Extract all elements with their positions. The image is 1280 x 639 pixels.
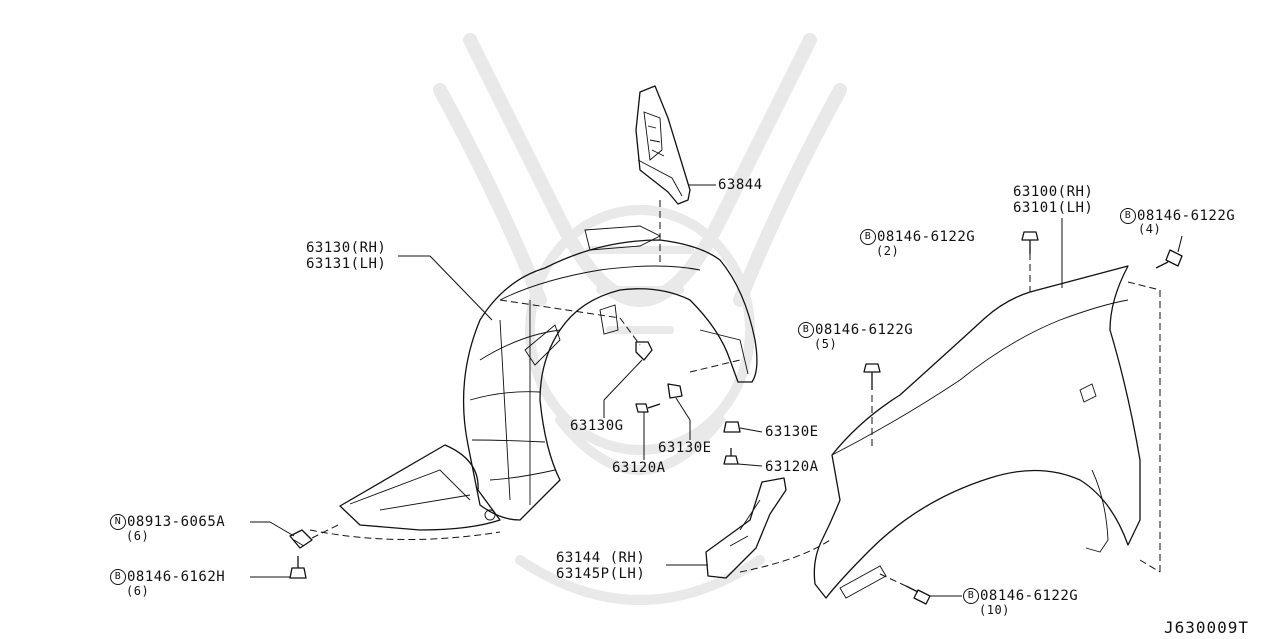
label-protector-lh: 63131(LH) xyxy=(306,256,387,272)
label-bracket-rh: 63144 (RH) xyxy=(556,550,646,566)
bolt-bottom-right xyxy=(905,585,931,605)
label-bolt-bottom-left-qty: (6) xyxy=(126,584,150,598)
clip-63130E-lower xyxy=(723,421,741,433)
diagram-code: J630009T xyxy=(1164,618,1250,637)
bolt-symbol: B xyxy=(963,588,979,604)
label-fender-lh: 63101(LH) xyxy=(1013,200,1094,216)
clip-nut-part xyxy=(289,529,313,549)
screw-63120A-lower xyxy=(723,448,739,465)
screw-63120A-upper xyxy=(635,403,661,413)
label-nut-qty: (6) xyxy=(126,529,150,543)
label-63130G: 63130G xyxy=(570,418,624,434)
fender-protector-part xyxy=(339,225,758,531)
bolt-mid xyxy=(863,363,881,390)
label-63844: 63844 xyxy=(718,177,763,193)
bolt-symbol: B xyxy=(1120,208,1136,224)
label-63130E-upper: 63130E xyxy=(658,440,712,456)
label-63120A-upper: 63120A xyxy=(612,460,666,476)
seal-63844-part xyxy=(635,85,691,205)
bolt-top-mid xyxy=(1021,231,1039,254)
bolt-bottom-left-part xyxy=(289,556,307,579)
label-63120A-lower: 63120A xyxy=(765,459,819,475)
label-bolt-top-right-qty: (4) xyxy=(1138,222,1162,236)
label-bolt-bottom-right-qty: (10) xyxy=(979,603,1010,617)
label-bolt-mid-qty: (5) xyxy=(814,337,838,351)
label-protector-rh: 63130(RH) xyxy=(306,240,387,256)
nut-symbol: N xyxy=(110,514,126,530)
label-63130E-lower: 63130E xyxy=(765,424,819,440)
front-fender-part xyxy=(813,265,1141,599)
bolt-top-right xyxy=(1155,249,1183,269)
label-fender-rh: 63100(RH) xyxy=(1013,184,1094,200)
bracket-part xyxy=(705,477,787,579)
label-bracket-lh: 63145P(LH) xyxy=(556,566,646,582)
bolt-symbol: B xyxy=(798,322,814,338)
bolt-symbol: B xyxy=(860,229,876,245)
bolt-symbol: B xyxy=(110,569,126,585)
clip-63130E-upper xyxy=(667,383,683,399)
label-bolt-top-mid-qty: (2) xyxy=(876,244,900,258)
clip-63130G xyxy=(635,341,653,361)
